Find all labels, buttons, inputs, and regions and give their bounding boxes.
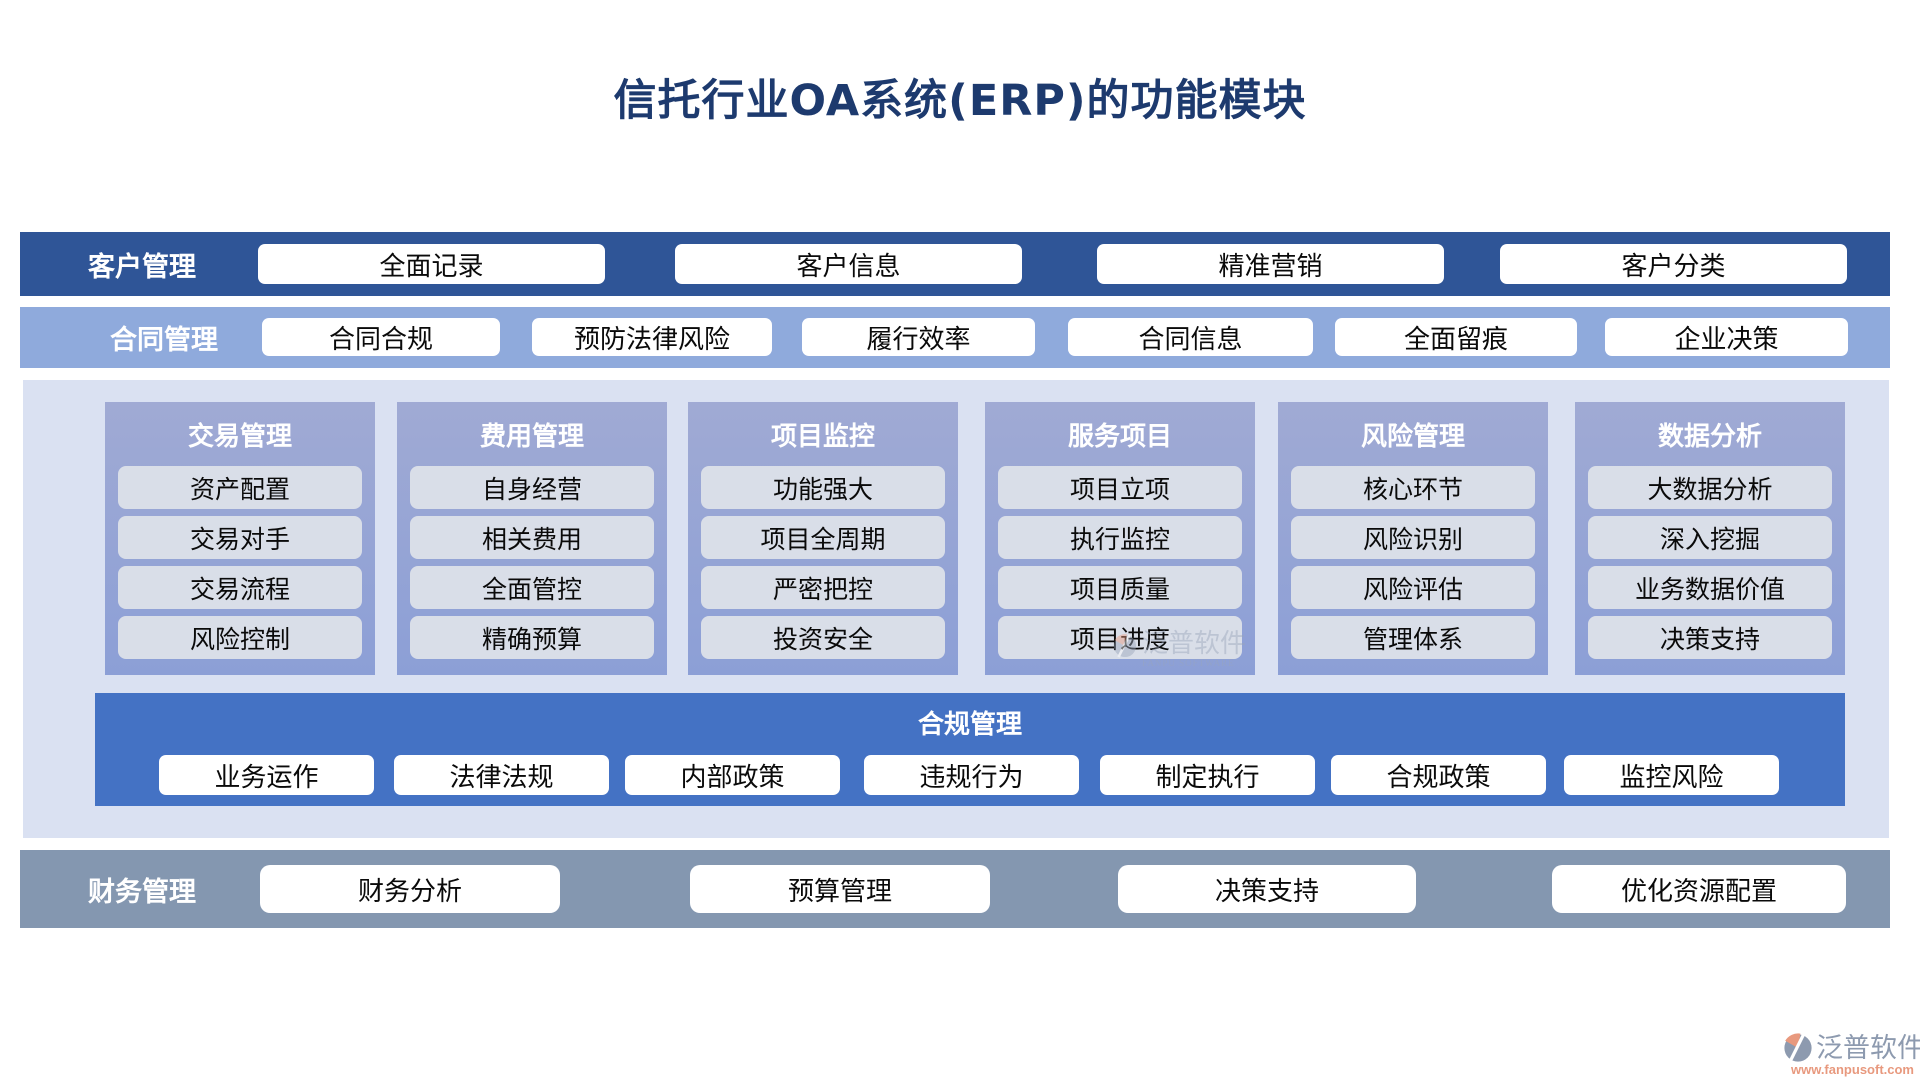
column-item: 深入挖掘 — [1588, 516, 1832, 559]
module-chip-finance-1: 预算管理 — [690, 865, 990, 913]
module-chip-finance-3: 优化资源配置 — [1552, 865, 1846, 913]
module-chip-compliance-1: 法律法规 — [394, 755, 609, 795]
module-chip-customer-0: 全面记录 — [258, 244, 605, 284]
module-chip-contract-5: 企业决策 — [1605, 318, 1848, 356]
column-header: 风险管理 — [1360, 422, 1465, 451]
column-item: 风险评估 — [1291, 566, 1535, 609]
fanpu-logo: 泛普软件 www.fanpusoft.com — [1782, 1032, 1920, 1077]
column-item: 全面管控 — [410, 566, 654, 609]
band-finance-management: 财务管理 财务分析 预算管理 决策支持 优化资源配置 — [20, 850, 1890, 928]
column-header: 交易管理 — [187, 422, 292, 451]
logo-url: www.fanpusoft.com — [1790, 1062, 1914, 1077]
page-title: 信托行业OA系统(ERP)的功能模块 — [613, 76, 1307, 126]
column-header: 服务项目 — [1067, 422, 1172, 451]
column-project-monitoring: 项目监控 功能强大 项目全周期 严密把控 投资安全 — [688, 402, 958, 675]
column-item: 执行监控 — [998, 516, 1242, 559]
module-chip-contract-3: 合同信息 — [1068, 318, 1313, 356]
logo-name: 泛普软件 — [1816, 1033, 1920, 1063]
band-customer-label: 客户管理 — [88, 251, 196, 282]
column-service-project: 服务项目 项目立项 执行监控 项目质量 项目进度 — [985, 402, 1255, 675]
column-item: 风险控制 — [118, 616, 362, 659]
band-finance-label: 财务管理 — [88, 876, 196, 907]
module-chip-contract-0: 合同合规 — [262, 318, 500, 356]
module-chip-finance-2: 决策支持 — [1118, 865, 1416, 913]
column-item: 交易流程 — [118, 566, 362, 609]
column-header: 费用管理 — [479, 422, 584, 451]
module-chip-contract-1: 预防法律风险 — [532, 318, 772, 356]
column-item: 功能强大 — [701, 466, 945, 509]
column-header: 数据分析 — [1657, 422, 1762, 451]
column-item: 项目进度 — [998, 616, 1242, 659]
column-item: 投资安全 — [701, 616, 945, 659]
module-chip-customer-2: 精准营销 — [1097, 244, 1444, 284]
column-item: 相关费用 — [410, 516, 654, 559]
fanpu-logo-icon — [1784, 1033, 1812, 1063]
column-item: 风险识别 — [1291, 516, 1535, 559]
module-chip-customer-3: 客户分类 — [1500, 244, 1847, 284]
compliance-header: 合规管理 — [917, 710, 1022, 739]
module-chip-compliance-5: 合规政策 — [1331, 755, 1546, 795]
module-chip-compliance-0: 业务运作 — [159, 755, 374, 795]
column-item: 项目全周期 — [701, 516, 945, 559]
column-risk-management: 风险管理 核心环节 风险识别 风险评估 管理体系 — [1278, 402, 1548, 675]
column-item: 精确预算 — [410, 616, 654, 659]
module-chip-finance-0: 财务分析 — [260, 865, 560, 913]
module-chip-compliance-2: 内部政策 — [625, 755, 840, 795]
column-item: 项目立项 — [998, 466, 1242, 509]
band-contract-label: 合同管理 — [110, 325, 218, 355]
module-chip-contract-4: 全面留痕 — [1335, 318, 1577, 356]
column-item: 交易对手 — [118, 516, 362, 559]
column-item: 自身经营 — [410, 466, 654, 509]
column-item: 项目质量 — [998, 566, 1242, 609]
column-trade-management: 交易管理 资产配置 交易对手 交易流程 风险控制 — [105, 402, 375, 675]
band-customer-management: 客户管理 全面记录 客户信息 精准营销 客户分类 — [20, 232, 1890, 296]
column-item: 管理体系 — [1291, 616, 1535, 659]
column-item: 核心环节 — [1291, 466, 1535, 509]
column-item: 严密把控 — [701, 566, 945, 609]
band-contract-management: 合同管理 合同合规 预防法律风险 履行效率 合同信息 全面留痕 企业决策 — [20, 307, 1890, 368]
column-item: 决策支持 — [1588, 616, 1832, 659]
module-chip-customer-1: 客户信息 — [675, 244, 1022, 284]
column-expense-management: 费用管理 自身经营 相关费用 全面管控 精确预算 — [397, 402, 667, 675]
band-compliance-management: 合规管理 业务运作 法律法规 内部政策 违规行为 制定执行 合规政策 监控风险 — [95, 693, 1845, 806]
column-item: 资产配置 — [118, 466, 362, 509]
module-chip-compliance-3: 违规行为 — [864, 755, 1079, 795]
column-item: 大数据分析 — [1588, 466, 1832, 509]
modules-panel: 交易管理 资产配置 交易对手 交易流程 风险控制 费用管理 自身经营 相关费用 … — [23, 380, 1889, 838]
column-data-analysis: 数据分析 大数据分析 深入挖掘 业务数据价值 决策支持 — [1575, 402, 1845, 675]
module-chip-compliance-6: 监控风险 — [1564, 755, 1779, 795]
column-item: 业务数据价值 — [1588, 566, 1832, 609]
module-chip-compliance-4: 制定执行 — [1100, 755, 1315, 795]
module-chip-contract-2: 履行效率 — [802, 318, 1035, 356]
column-header: 项目监控 — [770, 422, 875, 451]
